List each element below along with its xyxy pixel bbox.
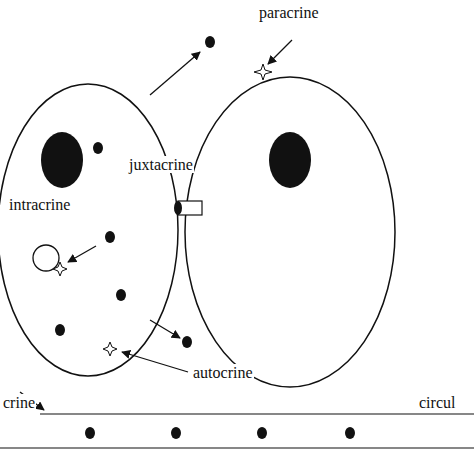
- signal-label: crine: [2, 394, 36, 411]
- label-box: juxtacrine: [128, 156, 194, 174]
- arrows: [20, 40, 292, 410]
- nucleus: [41, 132, 83, 188]
- signal-label: autocrine: [192, 364, 254, 381]
- signal-label: paracrine: [258, 4, 320, 21]
- label-box: autocrine: [192, 364, 254, 382]
- signal-label: circul: [418, 394, 456, 411]
- signal-label: intracrine: [8, 196, 71, 213]
- label-box: paracrine: [258, 4, 320, 22]
- label-box: crine: [2, 394, 36, 412]
- signal-molecules: [55, 36, 355, 439]
- label-box: intracrine: [8, 196, 71, 214]
- nucleus: [269, 132, 311, 188]
- gap-junction: [174, 201, 202, 215]
- vesicle: [33, 245, 59, 271]
- receptor-stars: [53, 64, 272, 356]
- label-box: circul: [418, 394, 456, 412]
- right-cell: [185, 77, 395, 387]
- signal-label: juxtacrine: [128, 156, 194, 173]
- left-cell: [0, 84, 178, 376]
- circulation-vessel: [0, 414, 474, 448]
